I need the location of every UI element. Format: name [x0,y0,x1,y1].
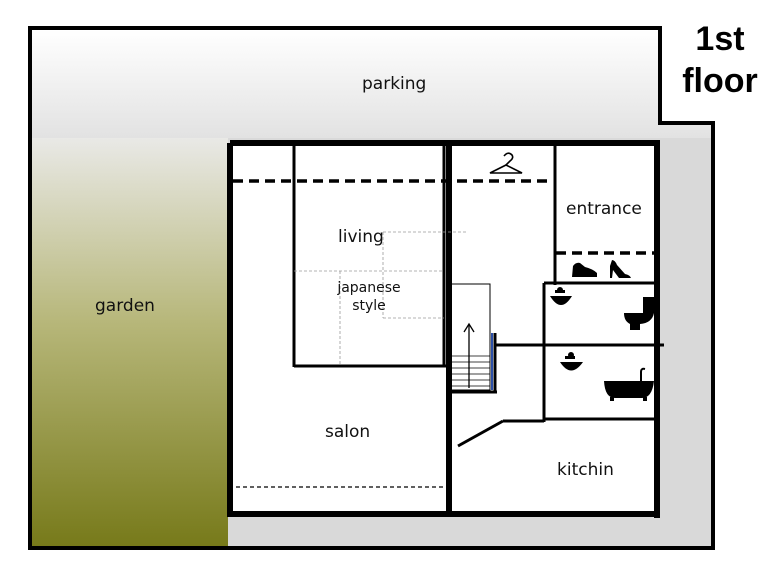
outer-walls [227,140,660,518]
floor-title: 1st floor [678,18,762,102]
parking-area [32,30,711,138]
garden-label: garden [95,296,155,316]
garden-area [32,138,228,546]
kitchin-label: kitchin [557,460,614,480]
salon-label: salon [325,422,371,442]
wet-area-walls [449,281,664,448]
hanger-icon [489,152,523,174]
stairs-up-arrow-icon [463,322,475,388]
floor-title-line2: floor [682,62,758,100]
floor-title-line1: 1st [695,20,745,58]
stairs [449,283,491,391]
bathtub-icon [604,367,654,401]
japanese-style-guides [294,231,467,366]
sink-icon [550,287,572,305]
living-label: living [338,227,384,247]
sink-icon [560,352,583,371]
japanese-style-label: japanese style [330,279,408,315]
entrance-label: entrance [566,199,642,219]
heels-icon [610,260,631,278]
shoes-icon [572,262,597,277]
parking-label: parking [362,74,427,94]
japanese-style-line2: style [352,298,386,314]
japanese-style-line1: japanese [337,280,401,296]
toilet-icon [624,297,654,330]
